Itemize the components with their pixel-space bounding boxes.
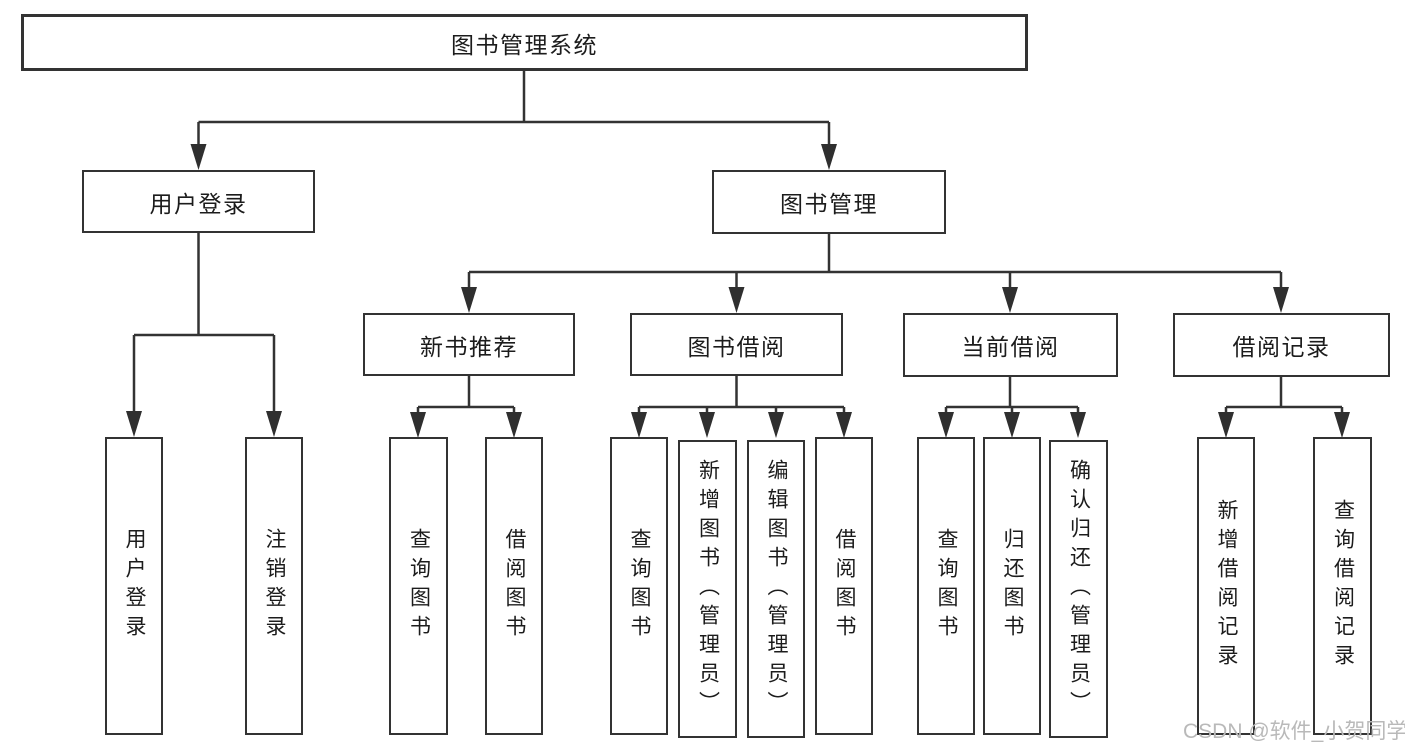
leaf-edit-books-admin-label: 编辑图书（管理员） xyxy=(765,458,789,720)
node-new-book-recommend-label: 新书推荐 xyxy=(420,333,518,360)
node-current-borrowing: 当前借阅 xyxy=(903,313,1118,377)
leaf-logout-label: 注销登录 xyxy=(263,528,287,644)
node-current-borrowing-label: 当前借阅 xyxy=(961,334,1060,360)
leaf-confirm-return-admin-label: 确认归还（管理员） xyxy=(1067,458,1091,720)
arrowheads xyxy=(126,144,1350,438)
leaf-query-books-recommend: 查询图书 xyxy=(389,437,448,735)
leaf-borrow-books-recommend: 借阅图书 xyxy=(485,437,543,735)
node-book-borrowing: 图书借阅 xyxy=(630,313,843,376)
node-user-login: 用户登录 xyxy=(82,170,315,233)
leaf-return-books: 归还图书 xyxy=(983,437,1041,735)
node-borrowing-records-label: 借阅记录 xyxy=(1232,334,1331,360)
node-root: 图书管理系统 xyxy=(21,14,1028,71)
leaf-query-books-borrowing-label: 查询图书 xyxy=(628,528,652,644)
node-root-label: 图书管理系统 xyxy=(451,31,598,58)
node-book-management: 图书管理 xyxy=(712,170,946,234)
node-user-login-label: 用户登录 xyxy=(149,190,248,217)
watermark: CSDN @软件_小贺同学 xyxy=(1183,720,1405,743)
leaf-return-books-label: 归还图书 xyxy=(1001,528,1025,644)
leaf-add-books-admin-label: 新增图书（管理员） xyxy=(696,458,720,720)
node-borrowing-records: 借阅记录 xyxy=(1173,313,1390,377)
node-new-book-recommend: 新书推荐 xyxy=(363,313,575,376)
leaf-query-borrow-record-label: 查询借阅记录 xyxy=(1331,499,1355,673)
leaf-borrow-books-recommend-label: 借阅图书 xyxy=(503,528,527,644)
leaf-edit-books-admin: 编辑图书（管理员） xyxy=(747,440,805,738)
node-book-borrowing-label: 图书借阅 xyxy=(687,333,786,360)
leaf-query-books-current-label: 查询图书 xyxy=(935,528,959,644)
leaf-add-borrow-record: 新增借阅记录 xyxy=(1197,437,1255,735)
leaf-query-borrow-record: 查询借阅记录 xyxy=(1313,437,1372,735)
leaf-borrow-books-borrowing: 借阅图书 xyxy=(815,437,873,735)
leaf-query-books-borrowing: 查询图书 xyxy=(610,437,668,735)
leaf-add-books-admin: 新增图书（管理员） xyxy=(678,440,737,738)
leaf-confirm-return-admin: 确认归还（管理员） xyxy=(1049,440,1108,738)
node-book-management-label: 图书管理 xyxy=(780,191,878,217)
leaf-user-login: 用户登录 xyxy=(105,437,163,735)
leaf-user-login-label: 用户登录 xyxy=(123,528,147,644)
leaf-add-borrow-record-label: 新增借阅记录 xyxy=(1215,499,1239,673)
leaf-borrow-books-borrowing-label: 借阅图书 xyxy=(833,528,857,644)
leaf-logout: 注销登录 xyxy=(245,437,303,735)
leaf-query-books-recommend-label: 查询图书 xyxy=(407,528,431,644)
leaf-query-books-current: 查询图书 xyxy=(917,437,975,735)
